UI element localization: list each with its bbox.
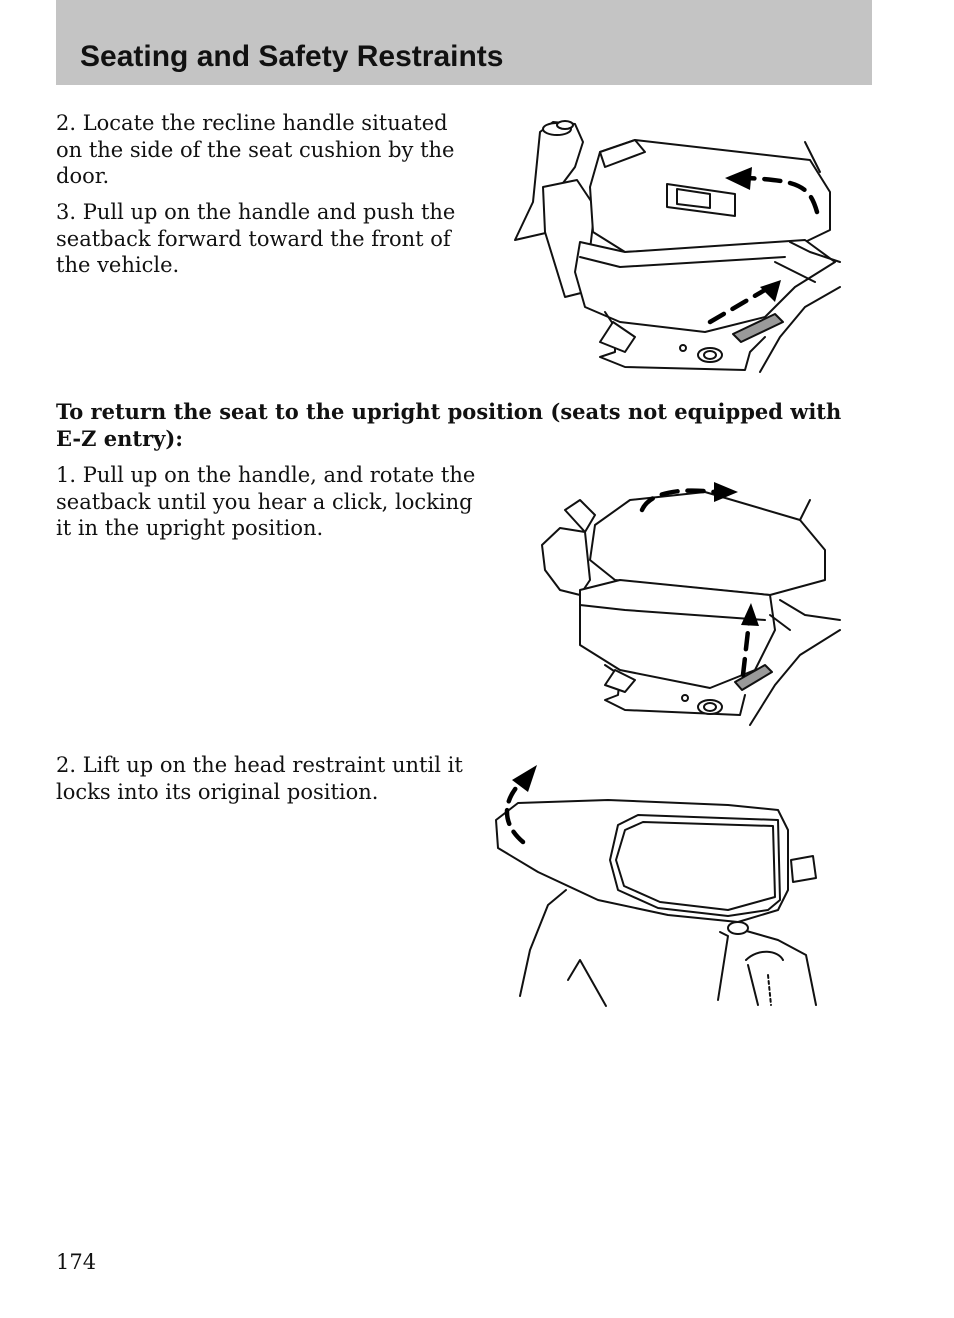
section-header: Seating and Safety Restraints <box>56 0 872 85</box>
step-pull-handle: 3. Pull up on the handle and push the se… <box>56 200 456 277</box>
seat-recline-forward-illustration <box>514 120 841 373</box>
seat-upright-return-illustration <box>541 482 841 726</box>
head-restraint-lift-illustration <box>495 765 817 1007</box>
step-locate-handle: 2. Locate the recline handle situated on… <box>56 111 455 188</box>
page-number: 174 <box>56 1250 97 1274</box>
step-lift-head-restraint: 2. Lift up on the head restraint until i… <box>56 753 463 804</box>
return-heading: To return the seat to the upright positi… <box>56 399 842 451</box>
section-title: Seating and Safety Restraints <box>80 40 504 73</box>
step-rotate-seatback: 1. Pull up on the handle, and rotate the… <box>56 463 476 540</box>
